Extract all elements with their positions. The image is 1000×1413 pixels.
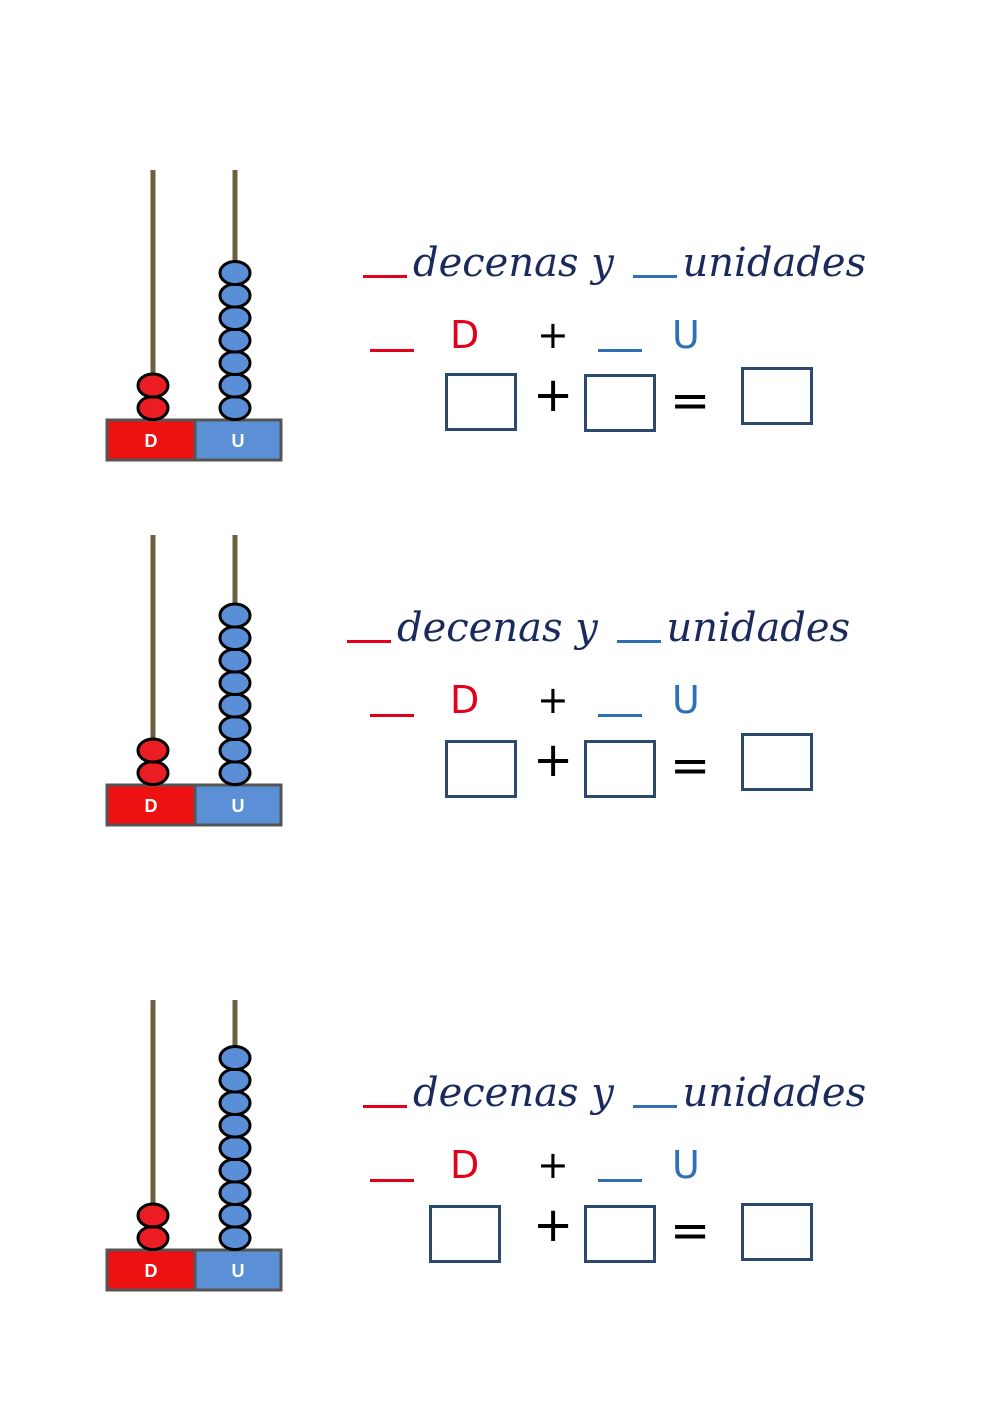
tens-bead [136,737,170,764]
plus-sign: + [537,1143,569,1187]
units-bead [218,602,252,629]
decenas-word: decenas y [413,1070,614,1116]
units-bead [218,760,252,786]
units-base-label: U [232,1261,245,1281]
d-label: D [450,313,480,357]
units-bead [218,260,252,286]
tens-bead [136,1202,170,1229]
d-answer-blank[interactable] [370,349,414,352]
units-bead [218,625,252,651]
units-answer-blank[interactable] [616,640,661,643]
units-bead [218,282,252,309]
u-answer-blank[interactable] [598,349,642,352]
tens-box[interactable] [429,1205,501,1263]
units-bead [218,1225,252,1251]
plus-sign-equation: + [533,732,574,788]
tens-box[interactable] [445,373,517,431]
tens-bead [136,1225,170,1251]
units-bead [218,1135,252,1161]
total-box[interactable] [741,1203,813,1261]
units-bead [218,1045,252,1071]
total-box[interactable] [741,733,813,791]
d-answer-blank[interactable] [370,714,414,717]
u-label: U [672,1143,700,1187]
units-box[interactable] [584,1205,656,1263]
decenas-word: decenas y [413,240,614,286]
equals-sign: = [670,373,711,429]
unidades-word: unidades [682,240,867,286]
plus-sign: + [537,678,569,722]
unidades-word: unidades [682,1070,867,1116]
place-value-sentence: decenas y unidades [363,1070,866,1116]
tens-box[interactable] [445,740,517,798]
tens-bead [136,760,170,786]
units-bead [218,372,252,399]
decenas-word: decenas y [397,605,598,651]
place-value-sentence: decenas y unidades [363,240,866,286]
units-bead [218,350,252,376]
units-bead [218,305,252,331]
units-box[interactable] [584,740,656,798]
tens-base-label: D [145,796,158,816]
units-bead [218,1090,252,1116]
units-bead [218,670,252,696]
units-bead [218,692,252,719]
equals-sign: = [670,1203,711,1259]
plus-sign-equation: + [533,1197,574,1253]
u-answer-blank[interactable] [598,714,642,717]
plus-sign: + [537,313,569,357]
units-bead [218,1067,252,1094]
tens-answer-blank[interactable] [347,640,391,643]
plus-sign-equation: + [533,367,574,423]
tens-bead [136,395,170,421]
tens-base-label: D [145,431,158,451]
u-label: U [672,678,700,722]
tens-bead [136,372,170,399]
place-value-sentence: decenas y unidades [347,605,850,651]
units-bead [218,715,252,741]
tens-base-label: D [145,1261,158,1281]
units-box[interactable] [584,374,656,432]
d-label: D [450,678,480,722]
units-bead [218,395,252,421]
units-bead [218,737,252,764]
units-bead [218,1202,252,1229]
unidades-word: unidades [666,605,851,651]
d-answer-blank[interactable] [370,1179,414,1182]
tens-answer-blank[interactable] [363,1105,407,1108]
units-base-label: U [232,431,245,451]
units-base [193,1248,283,1292]
units-answer-blank[interactable] [632,1105,677,1108]
units-base-label: U [232,796,245,816]
tens-answer-blank[interactable] [363,275,407,278]
units-bead [218,1180,252,1206]
u-answer-blank[interactable] [598,1179,642,1182]
units-base [193,783,283,827]
units-answer-blank[interactable] [632,275,677,278]
units-bead [218,327,252,354]
total-box[interactable] [741,367,813,425]
units-bead [218,1157,252,1184]
units-bead [218,1112,252,1139]
units-bead [218,647,252,674]
d-label: D [450,1143,480,1187]
u-label: U [672,313,700,357]
equals-sign: = [670,738,711,794]
